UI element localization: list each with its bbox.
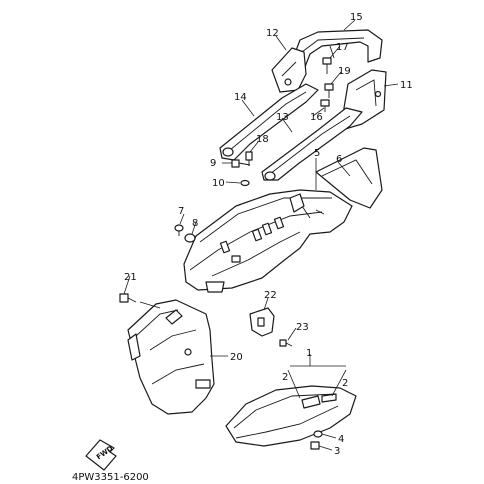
- callout-2-right: 2: [342, 378, 348, 389]
- bolt-3: [310, 441, 320, 450]
- front-fender: [225, 385, 357, 447]
- mud-flap-plate: [315, 147, 383, 209]
- callout-3: 3: [334, 446, 340, 457]
- callout-13: 13: [276, 112, 289, 123]
- bolt-18: [245, 151, 253, 166]
- diagram-code: 4PW3351-6200: [72, 472, 149, 483]
- callout-18: 18: [256, 134, 269, 145]
- callout-17: 17: [336, 42, 349, 53]
- callout-15: 15: [350, 12, 363, 23]
- reflector-bracket: [249, 307, 275, 337]
- fwd-arrow-icon: FWD: [85, 439, 117, 471]
- callout-10: 10: [212, 178, 225, 189]
- callout-16: 16: [310, 112, 323, 123]
- side-rail-left: [219, 83, 319, 161]
- callout-9: 9: [210, 158, 216, 169]
- washer-10: [240, 179, 250, 187]
- bolt-23: [279, 339, 293, 347]
- callout-4: 4: [338, 434, 344, 445]
- callout-6: 6: [336, 154, 342, 165]
- callout-8: 8: [192, 218, 198, 229]
- callout-5: 5: [314, 148, 320, 159]
- callout-7: 7: [178, 206, 184, 217]
- rear-fender: [183, 189, 353, 293]
- bolt-7: [174, 224, 184, 236]
- washer-8: [184, 233, 196, 243]
- bolt-9: [231, 159, 251, 168]
- bolt-21: [119, 293, 137, 303]
- grab-bar: [281, 29, 383, 91]
- bolt-17: [322, 57, 332, 74]
- callout-20: 20: [230, 352, 243, 363]
- callout-numbers: 15 12 17 19 11 14 13 16 18 9 10 5 6 7 8 …: [124, 12, 413, 457]
- bolt-19: [324, 83, 334, 98]
- grab-bar-bracket: [271, 47, 307, 93]
- callout-23: 23: [296, 322, 309, 333]
- callout-21: 21: [124, 272, 137, 283]
- bolt-16: [320, 99, 330, 112]
- collar-4: [313, 430, 323, 438]
- callout-2-left: 2: [282, 372, 288, 383]
- callout-22: 22: [264, 290, 277, 301]
- callout-14: 14: [234, 92, 247, 103]
- callout-19: 19: [338, 66, 351, 77]
- leader-lines: [123, 19, 399, 451]
- callout-12: 12: [266, 28, 279, 39]
- side-rail-right: [261, 107, 363, 181]
- callout-1: 1: [306, 348, 312, 359]
- callout-11: 11: [400, 80, 413, 91]
- inner-fender: [127, 299, 215, 415]
